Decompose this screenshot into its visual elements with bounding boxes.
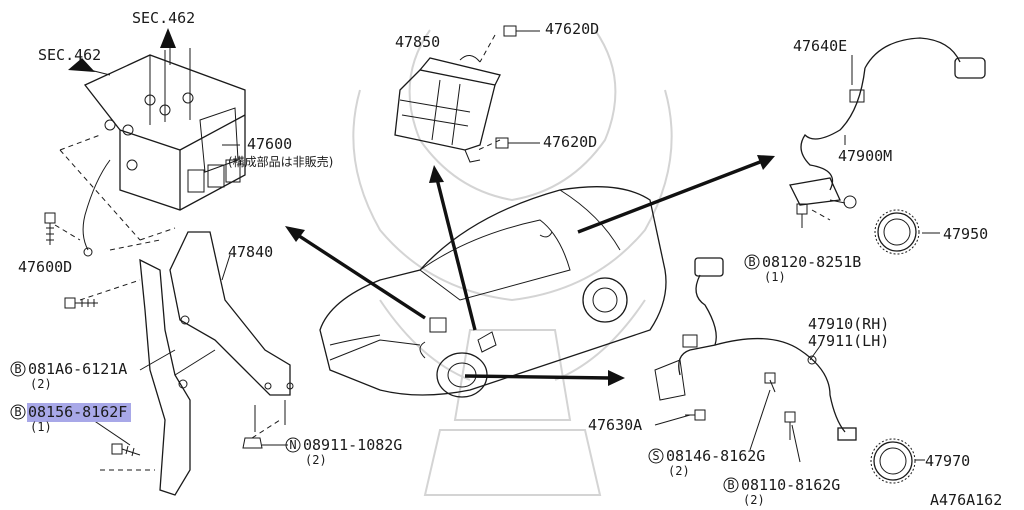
vehicle-illustration [319,186,667,398]
fastener-081a6[interactable]: B 081A6-6121A (2) [10,360,127,391]
part-47630a-label[interactable]: 47630A [588,416,642,434]
abs-actuator-unit[interactable] [83,48,246,211]
bolt-47620d-top-icon [503,25,540,37]
rear-sensor-harness[interactable] [654,257,857,441]
fastener-qty: (2) [668,464,690,478]
fastener-prefix: N [289,438,296,452]
sec-label-top: SEC.462 [132,9,195,27]
fastener-08911[interactable]: N 08911-1082G (2) [285,436,402,467]
ground-wire [82,159,111,257]
fastener-number: 08146-8162G [666,447,765,465]
fastener-qty: (2) [30,377,52,391]
fastener-08120[interactable]: B 08120-8251B (1) [744,253,861,284]
part-47911-label[interactable]: 47911(LH) [808,332,889,350]
part-47840-label[interactable]: 47840 [228,243,273,261]
part-47640e-label[interactable]: 47640E [793,37,847,55]
diagram-code: A476A162 [930,491,1002,509]
bracket-47840[interactable] [139,231,294,496]
fastener-qty: (1) [764,270,786,284]
sec-label-left: SEC.462 [38,46,101,64]
fastener-prefix: B [14,362,21,376]
callout-arrows [68,28,775,386]
fastener-number: 08110-8162G [741,476,840,494]
fastener-prefix: B [748,255,755,269]
fastener-qty: (2) [743,493,765,507]
front-sensor-harness[interactable] [789,37,986,228]
part-47850-label[interactable]: 47850 [395,33,440,51]
fastener-08110[interactable]: B 08110-8162G (2) [723,476,840,507]
part-47600-label[interactable]: 47600 [247,135,292,153]
part-47950-label[interactable]: 47950 [943,225,988,243]
part-47970-label[interactable]: 47970 [925,452,970,470]
bolt-08156-icon [111,443,141,457]
fastener-prefix: B [727,478,734,492]
part-47620d-bottom-label[interactable]: 47620D [543,133,597,151]
bracket-dashed-lines [79,239,161,471]
part-47600d-label[interactable]: 47600D [18,258,72,276]
part-47600-note: (構成部品は非販売) [228,154,333,169]
watermark-emblem [352,29,673,496]
fastener-qty: (2) [305,453,327,467]
fastener-prefix: B [14,405,21,419]
bolt-47600d-icon [44,212,81,245]
front-sensor-rotor[interactable] [874,209,920,255]
part-47910-label[interactable]: 47910(RH) [808,315,889,333]
fastener-08156[interactable]: B 08156-8162F (1) [10,403,127,434]
rear-sensor-rotor[interactable] [870,438,916,484]
leader-lines [92,55,940,463]
fastener-number: 081A6-6121A [28,360,127,378]
fastener-number: 08911-1082G [303,436,402,454]
fastener-08146[interactable]: S 08146-8162G (2) [648,447,765,478]
part-47900m-label[interactable]: 47900M [838,147,892,165]
fastener-prefix: S [652,449,659,463]
control-unit-47850[interactable] [394,34,501,163]
actuator-mount-dashed [59,134,176,241]
clip-08911-icon [242,400,286,449]
part-47620d-top-label[interactable]: 47620D [545,20,599,38]
fastener-qty: (1) [30,420,52,434]
highlight-box [27,403,131,422]
fastener-number: 08156-8162F [28,403,127,421]
bolt-47620d-bottom-icon [495,137,540,149]
bolt-081a6-icon [64,297,98,309]
fastener-number: 08120-8251B [762,253,861,271]
